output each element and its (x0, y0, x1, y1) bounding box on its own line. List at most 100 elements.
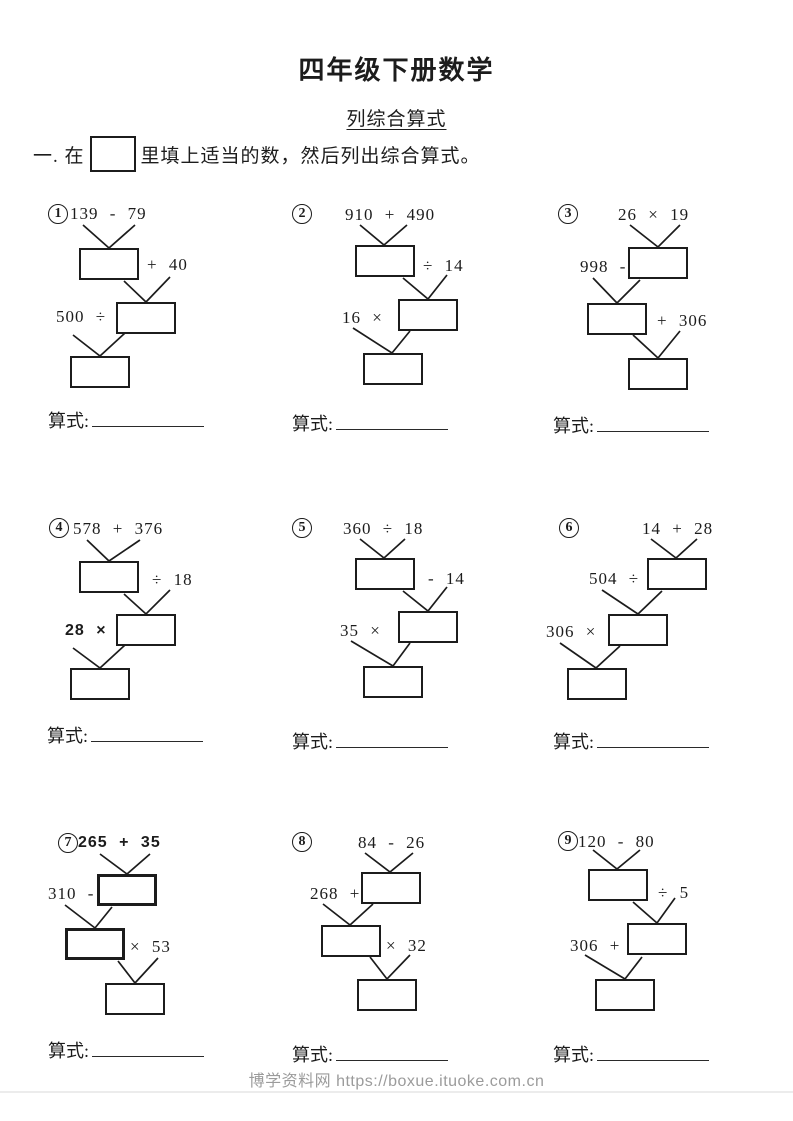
top-expression: 910 + 490 (345, 205, 436, 224)
expression-label: 算式: (292, 1045, 334, 1065)
expression-answer-row: 算式: (292, 728, 449, 754)
step2-operand: + 40 (147, 255, 188, 274)
fill-box[interactable] (355, 245, 415, 277)
step3-operand: × 32 (386, 936, 427, 955)
fill-box[interactable] (70, 668, 130, 700)
top-expression: 14 + 28 (642, 519, 714, 538)
expression-answer-row: 算式: (47, 722, 204, 748)
fill-box[interactable] (79, 248, 139, 280)
fill-box[interactable] (587, 303, 647, 335)
problem-6: 6 14 + 28 504 ÷ 306 × 算式: (545, 513, 793, 775)
expression-answer-row: 算式: (48, 1037, 205, 1063)
expression-answer-line[interactable] (336, 733, 449, 748)
fill-box[interactable] (116, 614, 176, 646)
problem-number-circled: 1 (48, 204, 68, 224)
problem-5: 5 360 ÷ 18 - 14 35 × 算式: (285, 513, 535, 775)
expression-answer-line[interactable] (597, 417, 710, 432)
step2-operand: ÷ 18 (152, 570, 193, 589)
step2-operand: 998 - (580, 257, 627, 276)
v-arrow (402, 586, 448, 613)
fill-box[interactable] (398, 299, 458, 331)
fill-box[interactable] (116, 302, 176, 334)
instruction-line: 一. 在 里填上适当的数，然后列出综合算式。 (33, 136, 481, 172)
v-arrow (99, 853, 151, 876)
v-arrow (402, 274, 448, 301)
expression-label: 算式: (292, 732, 334, 752)
fill-box[interactable] (628, 247, 688, 279)
v-arrow (123, 276, 171, 304)
problem-3: 3 26 × 19 998 - + 306 算式: (545, 200, 793, 462)
top-expression: 26 × 19 (618, 205, 690, 224)
step3-operand: 35 × (340, 621, 381, 640)
fill-box[interactable] (79, 561, 139, 593)
problem-8: 8 84 - 26 268 + × 32 算式: (285, 828, 535, 1090)
fill-box[interactable] (567, 668, 627, 700)
fill-box[interactable] (357, 979, 417, 1011)
fill-box[interactable] (363, 353, 423, 385)
v-arrow (64, 904, 113, 930)
fill-box[interactable] (363, 666, 423, 698)
problem-number-circled: 6 (559, 518, 579, 538)
problem-number-circled: 9 (558, 831, 578, 851)
top-expression: 120 - 80 (578, 832, 655, 851)
top-expression: 265 + 35 (78, 834, 161, 851)
v-arrow (117, 957, 159, 985)
fill-box[interactable] (647, 558, 707, 590)
v-arrow (359, 538, 406, 560)
fill-box[interactable] (321, 925, 381, 957)
expression-answer-line[interactable] (336, 415, 449, 430)
problem-2: 2 910 + 490 ÷ 14 16 × 算式: (285, 200, 535, 462)
problem-7: 7 265 + 35 310 - × 53 算式: (40, 828, 290, 1090)
v-arrow (322, 903, 374, 927)
instruction-example-box (89, 136, 136, 172)
expression-answer-line[interactable] (91, 727, 204, 742)
step3-operand: + 306 (657, 311, 708, 330)
step3-operand: 16 × (342, 308, 383, 327)
expression-answer-row: 算式: (553, 412, 710, 438)
v-arrow (359, 224, 408, 247)
v-arrow (352, 327, 411, 355)
fill-box[interactable] (65, 928, 125, 960)
problem-number-circled: 4 (49, 518, 69, 538)
fill-box[interactable] (627, 923, 687, 955)
fill-box[interactable] (588, 869, 648, 901)
problem-9: 9 120 - 80 ÷ 5 306 + 算式: (545, 828, 793, 1090)
expression-answer-row: 算式: (292, 410, 449, 436)
v-arrow (72, 332, 126, 358)
top-expression: 360 ÷ 18 (343, 519, 424, 538)
step3-operand: 306 + (570, 936, 621, 955)
v-arrow (364, 852, 414, 874)
fill-box[interactable] (97, 874, 157, 906)
v-arrow (559, 642, 621, 670)
instruction-suffix: 里填上适当的数，然后列出综合算式。 (140, 145, 481, 167)
step2-operand: 310 - (48, 884, 95, 903)
fill-box[interactable] (608, 614, 668, 646)
expression-answer-line[interactable] (336, 1046, 449, 1061)
expression-answer-line[interactable] (92, 1042, 205, 1057)
fill-box[interactable] (105, 983, 165, 1015)
step2-operand: 268 + (310, 884, 361, 903)
fill-box[interactable] (361, 872, 421, 904)
top-expression: 84 - 26 (358, 833, 426, 852)
expression-label: 算式: (48, 411, 90, 431)
fill-box[interactable] (628, 358, 688, 390)
fill-box[interactable] (398, 611, 458, 643)
v-arrow (632, 330, 681, 360)
expression-answer-line[interactable] (597, 733, 710, 748)
step3-operand: 306 × (546, 622, 597, 641)
expression-label: 算式: (292, 414, 334, 434)
expression-answer-line[interactable] (597, 1046, 710, 1061)
v-arrow (72, 644, 126, 670)
v-arrow (629, 224, 681, 249)
expression-answer-line[interactable] (92, 412, 205, 427)
expression-label: 算式: (48, 1041, 90, 1061)
fill-box[interactable] (70, 356, 130, 388)
v-arrow (584, 954, 643, 981)
expression-answer-row: 算式: (48, 407, 205, 433)
v-arrow (123, 589, 171, 616)
instruction-prefix: 一. 在 (33, 145, 85, 167)
fill-box[interactable] (595, 979, 655, 1011)
fill-box[interactable] (355, 558, 415, 590)
step2-operand: ÷ 14 (423, 256, 464, 275)
problem-number-circled: 3 (558, 204, 578, 224)
